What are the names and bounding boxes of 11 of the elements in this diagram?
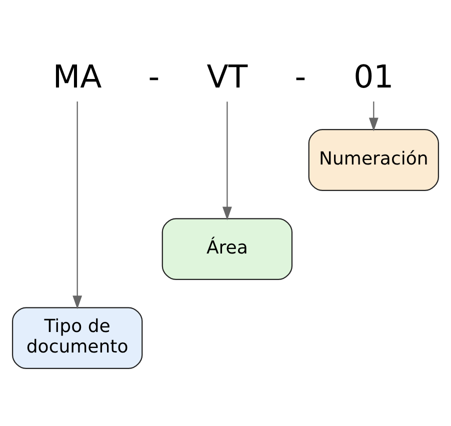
label: -	[294, 59, 306, 96]
node-text: 01	[354, 59, 394, 96]
node-text: VT	[206, 59, 248, 96]
arrow	[368, 102, 378, 132]
node-box: Numeración	[308, 129, 440, 192]
arrow	[72, 102, 82, 310]
node-box: Tipo de documento	[12, 307, 143, 370]
node-box: Área	[162, 218, 293, 280]
node-text: MA	[52, 59, 102, 96]
label: -	[148, 59, 160, 96]
arrow	[222, 102, 232, 220]
